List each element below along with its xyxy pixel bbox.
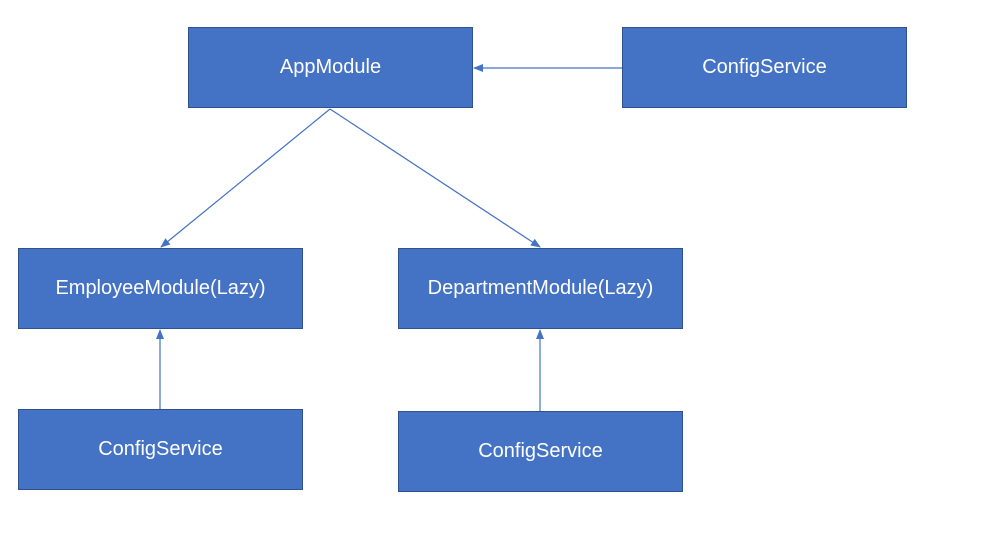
- arrow-app-to-employee: [160, 108, 331, 248]
- department-module-label: DepartmentModule(Lazy): [427, 277, 654, 299]
- department-module-node: DepartmentModule(Lazy): [398, 248, 683, 329]
- config-service-department-label: ConfigService: [478, 440, 603, 462]
- employee-module-node: EmployeeModule(Lazy): [18, 248, 303, 329]
- config-service-top-label: ConfigService: [702, 56, 827, 78]
- arrow-app-to-department: [329, 108, 541, 248]
- config-service-top-node: ConfigService: [622, 27, 907, 108]
- config-service-department-node: ConfigService: [398, 411, 683, 492]
- app-module-node: AppModule: [188, 27, 473, 108]
- config-service-employee-label: ConfigService: [98, 438, 223, 460]
- app-module-label: AppModule: [279, 56, 382, 78]
- config-service-employee-node: ConfigService: [18, 409, 303, 490]
- employee-module-label: EmployeeModule(Lazy): [55, 277, 266, 299]
